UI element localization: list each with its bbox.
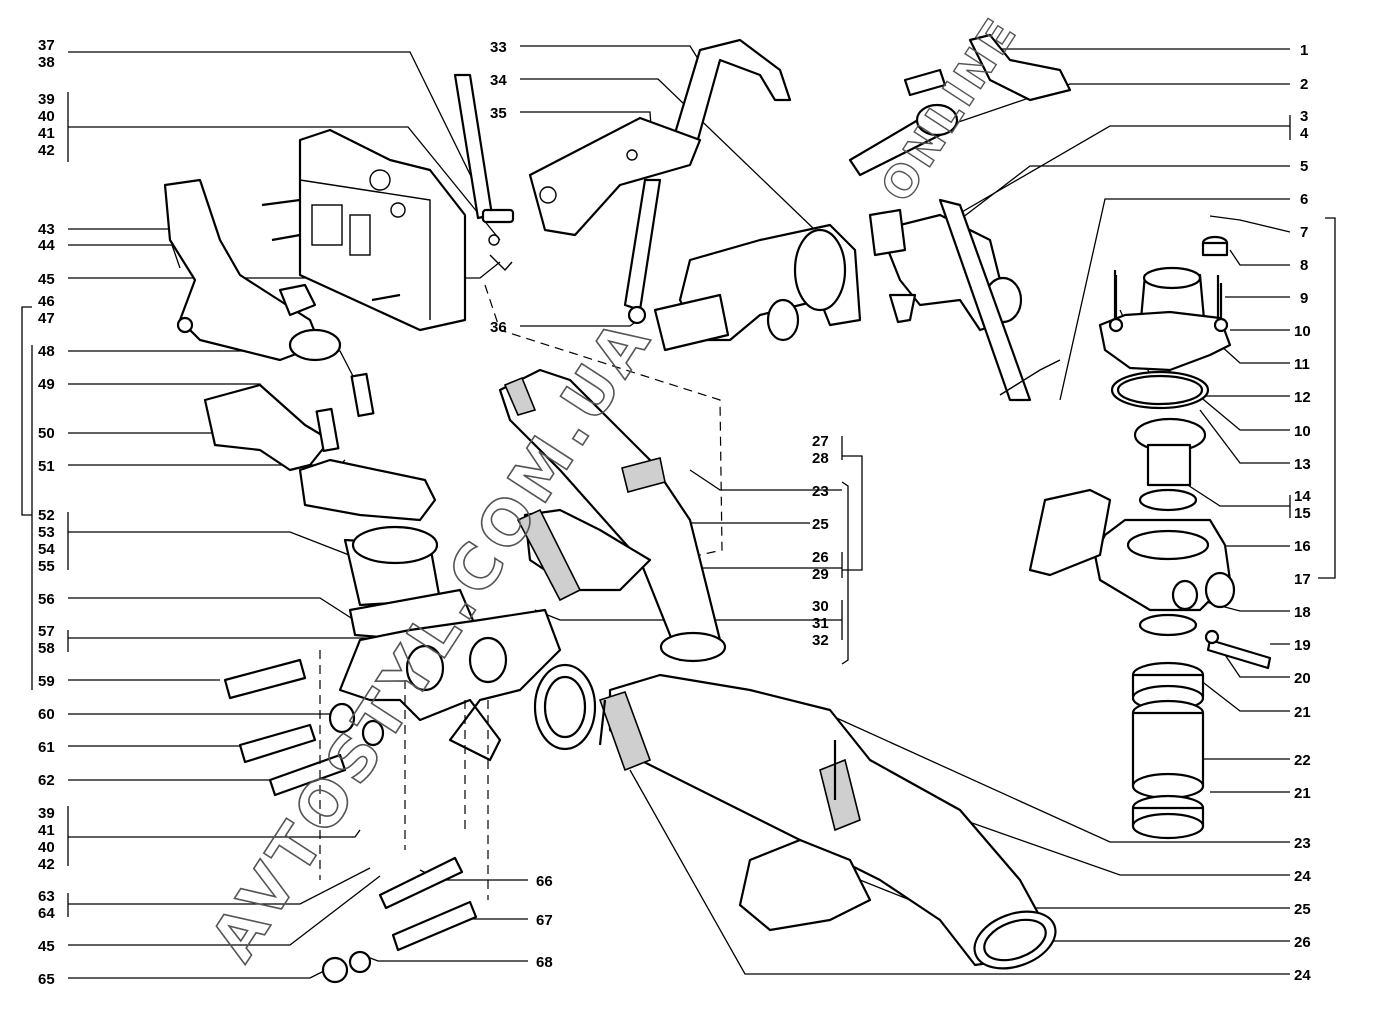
callout-1: 1	[1300, 42, 1308, 59]
top-callouts: 33 34 35 36	[490, 39, 507, 336]
callout-24a: 24	[1294, 868, 1311, 885]
callout-67: 67	[536, 912, 553, 929]
callout-53: 53	[38, 524, 55, 541]
callout-30: 30	[812, 598, 829, 615]
callout-41b: 41	[38, 822, 55, 839]
callout-25r: 25	[1294, 901, 1311, 918]
callout-57: 57	[38, 623, 55, 640]
callout-59: 59	[38, 673, 55, 690]
callout-2: 2	[1300, 76, 1308, 93]
center-callouts: 27 28 23 25 26 29 30 31 32 66 67 68	[536, 433, 829, 971]
left-callouts: 37 38 39 40 41 42 43 44 45 46 47 48 49 5…	[38, 37, 55, 988]
callout-56: 56	[38, 591, 55, 608]
callout-26c: 26	[812, 549, 829, 566]
callout-47: 47	[38, 310, 55, 327]
callout-50: 50	[38, 425, 55, 442]
callout-32: 32	[812, 632, 829, 649]
right-callouts: 1 2 3 4 5 6 7 8 9 10 11 12 10 13 14 15 1…	[1294, 42, 1311, 984]
callout-68: 68	[536, 954, 553, 971]
callout-12: 12	[1294, 389, 1311, 406]
callout-27: 27	[812, 433, 829, 450]
callout-19: 19	[1294, 637, 1311, 654]
callout-5: 5	[1300, 158, 1308, 175]
callout-35: 35	[490, 105, 507, 122]
callout-33: 33	[490, 39, 507, 56]
callout-52: 52	[38, 507, 55, 524]
callout-58: 58	[38, 640, 55, 657]
callout-21b: 21	[1294, 785, 1311, 802]
callout-46: 46	[38, 293, 55, 310]
callout-28: 28	[812, 450, 829, 467]
callout-42b: 42	[38, 856, 55, 873]
callout-17: 17	[1294, 571, 1311, 588]
callout-34: 34	[490, 72, 507, 89]
callout-36: 36	[490, 319, 507, 336]
callout-39b: 39	[38, 805, 55, 822]
callout-48: 48	[38, 343, 55, 360]
watermark-secondary-text: ONLINE	[871, 7, 1028, 211]
callout-16: 16	[1294, 538, 1311, 555]
parts-drawing	[163, 33, 1272, 984]
callout-31: 31	[812, 615, 829, 632]
callout-44: 44	[38, 237, 55, 254]
callout-60: 60	[38, 706, 55, 723]
callout-51: 51	[38, 458, 55, 475]
callout-41: 41	[38, 125, 55, 142]
callout-45b: 45	[38, 938, 55, 955]
callout-10b: 10	[1294, 423, 1311, 440]
callout-10a: 10	[1294, 323, 1311, 340]
callout-54: 54	[38, 541, 55, 558]
callout-40: 40	[38, 108, 55, 125]
callout-62: 62	[38, 772, 55, 789]
callout-55: 55	[38, 558, 55, 575]
callout-20: 20	[1294, 670, 1311, 687]
callout-37: 37	[38, 37, 55, 54]
callout-61: 61	[38, 739, 55, 756]
callout-11: 11	[1294, 356, 1310, 373]
callout-24b: 24	[1294, 967, 1311, 984]
callout-14: 14	[1294, 488, 1311, 505]
callout-7: 7	[1300, 224, 1308, 241]
callout-26r: 26	[1294, 934, 1311, 951]
callout-6: 6	[1300, 191, 1308, 208]
callout-21a: 21	[1294, 704, 1311, 721]
callout-8: 8	[1300, 257, 1308, 274]
callout-23c: 23	[812, 483, 829, 500]
callout-23r: 23	[1294, 835, 1311, 852]
callout-66: 66	[536, 873, 553, 890]
callout-45: 45	[38, 271, 55, 288]
callout-3: 3	[1300, 108, 1308, 125]
callout-15: 15	[1294, 505, 1311, 522]
callout-64: 64	[38, 905, 55, 922]
callout-39: 39	[38, 91, 55, 108]
callout-4: 4	[1300, 125, 1309, 142]
callout-42: 42	[38, 142, 55, 159]
callout-38: 38	[38, 54, 55, 71]
callout-65: 65	[38, 971, 55, 988]
callout-40b: 40	[38, 839, 55, 856]
callout-49: 49	[38, 376, 55, 393]
callout-25c: 25	[812, 516, 829, 533]
callout-13: 13	[1294, 456, 1311, 473]
callout-18: 18	[1294, 604, 1311, 621]
callout-63: 63	[38, 888, 55, 905]
callout-29: 29	[812, 566, 829, 583]
callout-22: 22	[1294, 752, 1311, 769]
callout-43: 43	[38, 221, 55, 238]
callout-9: 9	[1300, 290, 1308, 307]
